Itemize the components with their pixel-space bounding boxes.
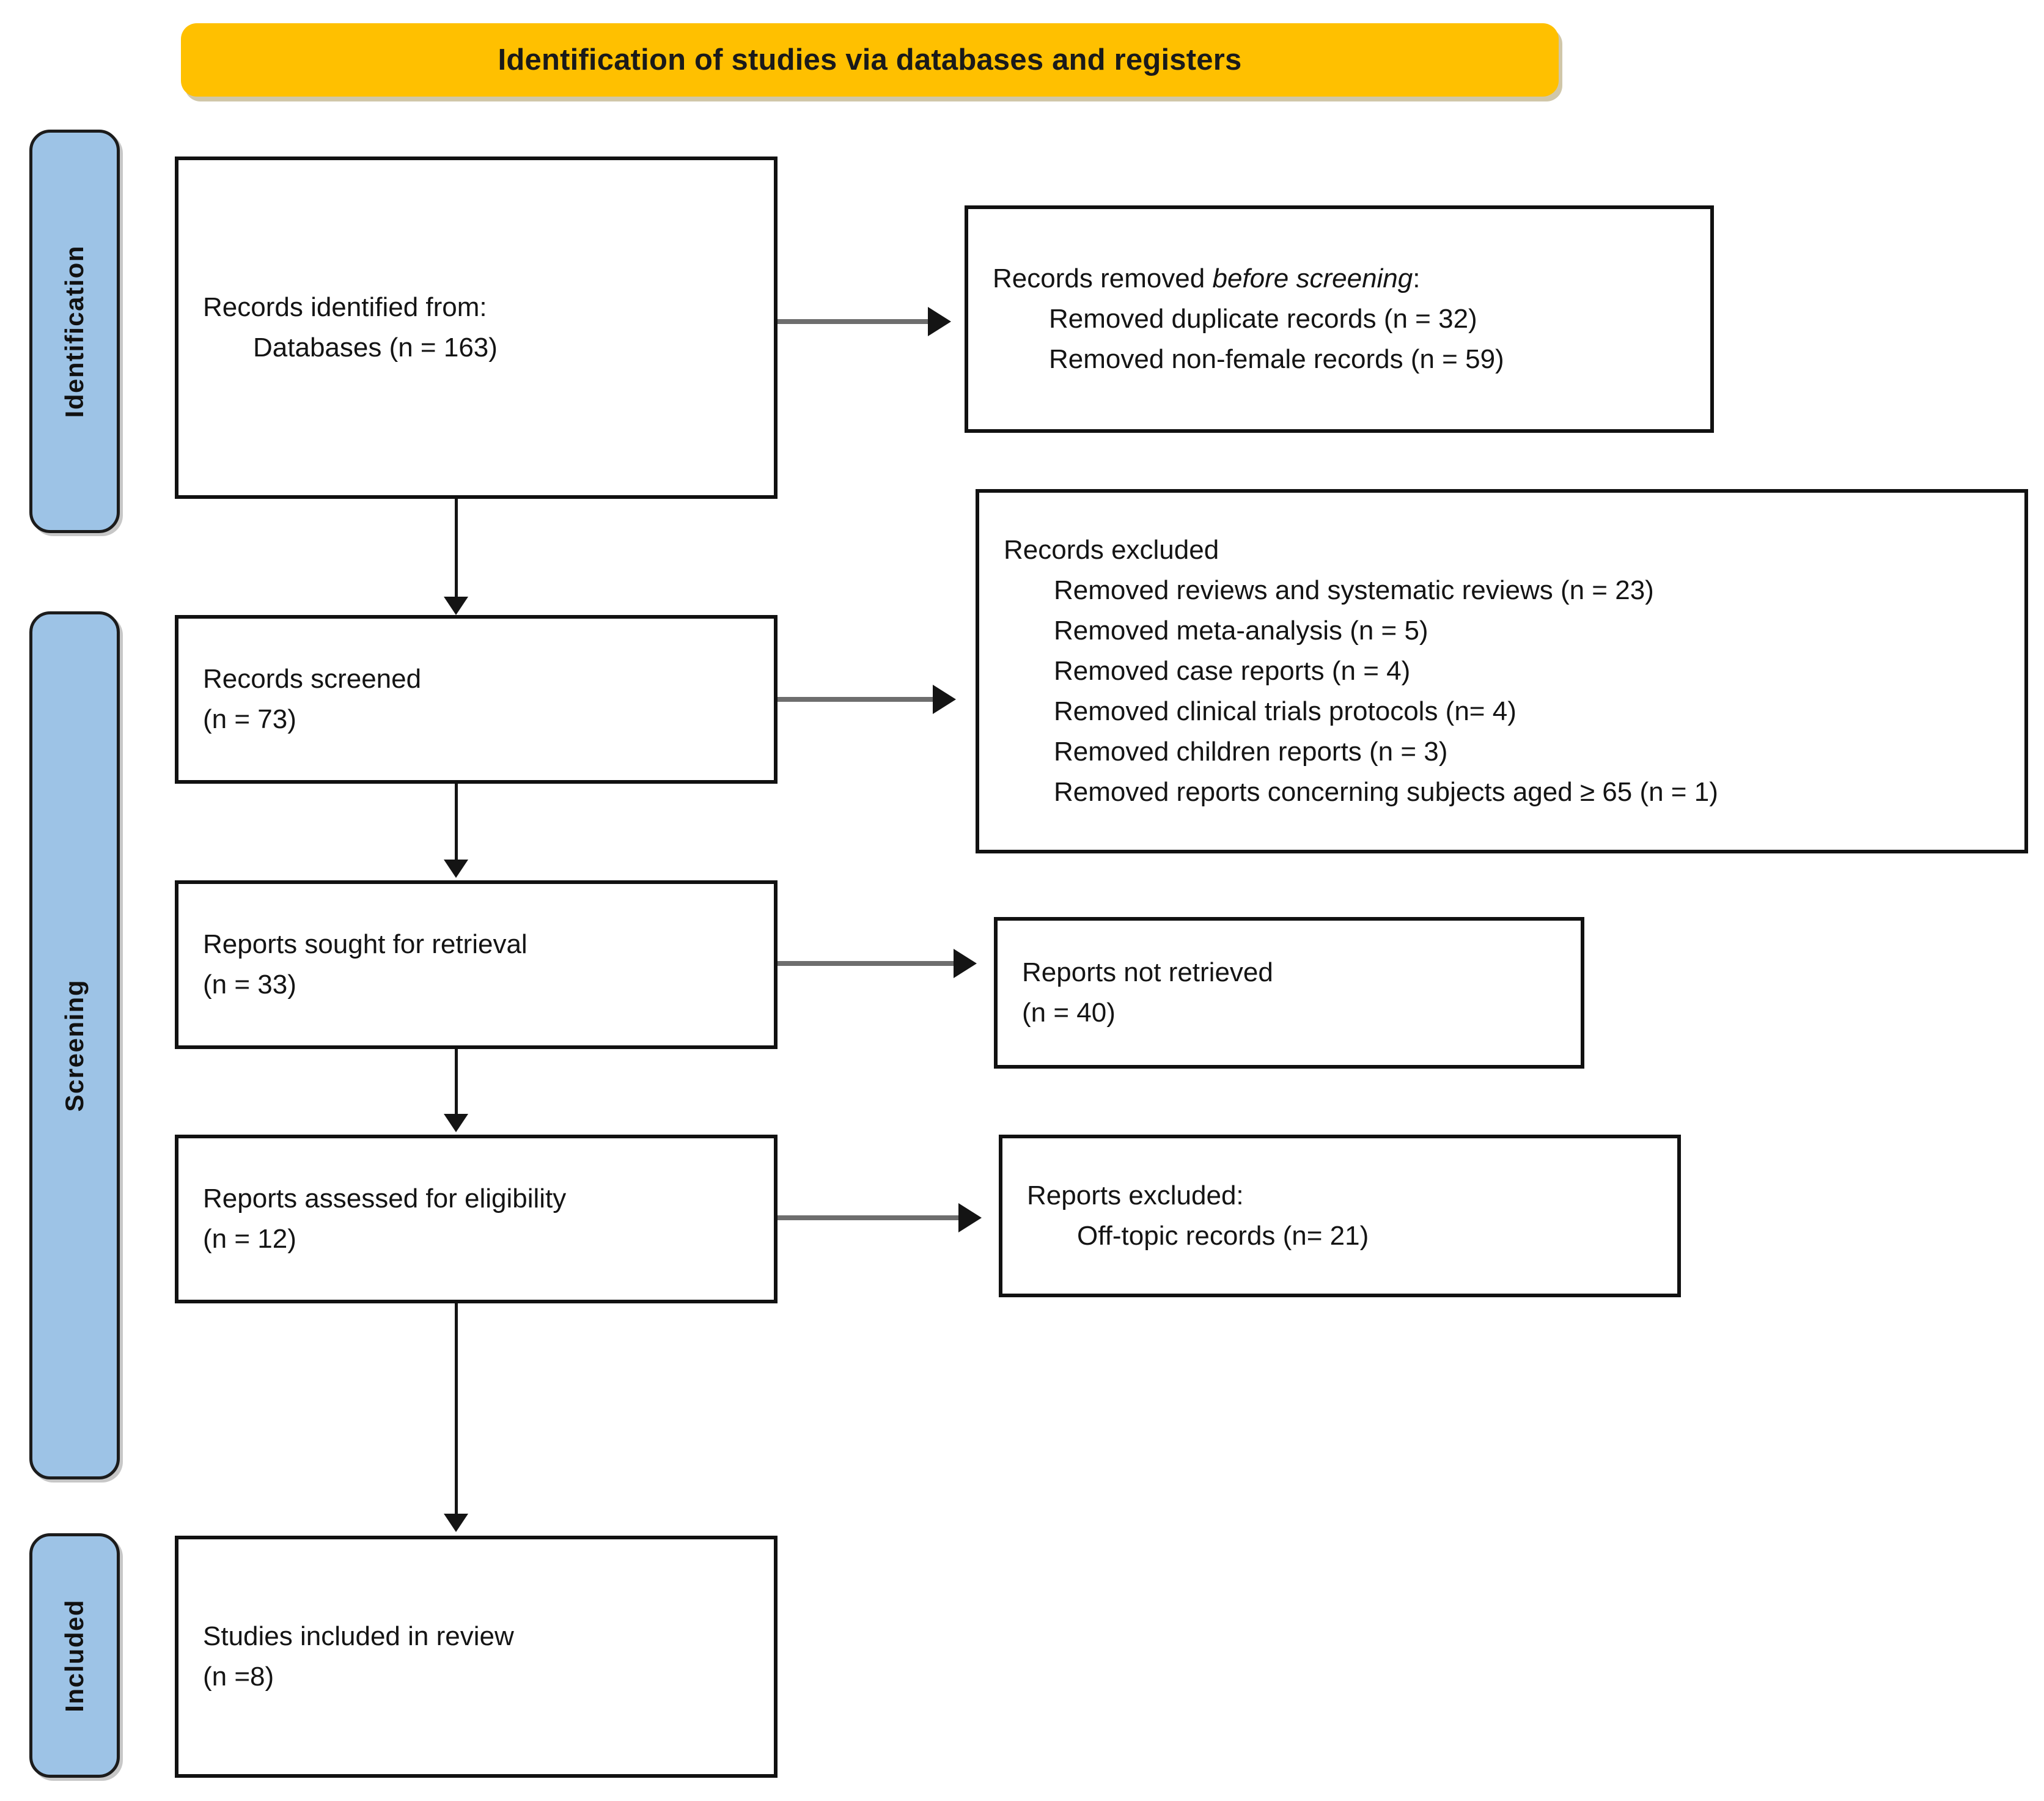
- arrowhead-down-icon: [444, 597, 468, 615]
- connector-identified-to-screened: [455, 499, 458, 600]
- box-records-screened: Records screened (n = 73): [175, 615, 778, 784]
- records-screened-line-1: Records screened: [203, 664, 422, 694]
- records-identified-line-2: Databases (n = 163): [253, 333, 498, 363]
- arrowhead-right-icon: [933, 685, 956, 714]
- records-excluded-line-6: Removed children reports (n = 3): [1054, 737, 1448, 767]
- connector-screened-to-excluded: [778, 697, 935, 702]
- studies-included-line-2: (n =8): [203, 1662, 274, 1692]
- records-excluded-line-4: Removed case reports (n = 4): [1054, 656, 1411, 686]
- reports-sought-line-2: (n = 33): [203, 970, 296, 1000]
- records-screened-line-2: (n = 73): [203, 704, 296, 734]
- arrowhead-right-icon: [958, 1203, 982, 1232]
- reports-excluded-line-1: Reports excluded:: [1027, 1180, 1244, 1210]
- connector-assessed-to-reports-excluded: [778, 1215, 961, 1220]
- connector-identified-to-removed: [778, 319, 930, 324]
- records-removed-line-1: Records removed before screening:: [993, 259, 1686, 299]
- stage-included-text: Included: [60, 1599, 89, 1712]
- records-removed-line-3: Removed non-female records (n = 59): [1049, 344, 1504, 374]
- box-records-excluded: Records excluded Removed reviews and sys…: [976, 489, 2028, 853]
- box-studies-included-in-review: Studies included in review (n =8): [175, 1536, 778, 1778]
- box-records-identified: Records identified from: Databases (n = …: [175, 157, 778, 499]
- connector-sought-to-assessed: [455, 1049, 458, 1118]
- records-excluded-line-3: Removed meta-analysis (n = 5): [1054, 616, 1428, 646]
- reports-not-retrieved-line-1: Reports not retrieved: [1022, 957, 1273, 987]
- reports-not-retrieved-line-2: (n = 40): [1022, 998, 1116, 1028]
- reports-sought-line-1: Reports sought for retrieval: [203, 929, 528, 959]
- records-removed-line-2: Removed duplicate records (n = 32): [1049, 304, 1477, 334]
- connector-screened-to-sought: [455, 784, 458, 863]
- records-removed-italic: before screening: [1212, 263, 1413, 293]
- records-excluded-line-1: Records excluded: [1004, 535, 1219, 565]
- stage-label-screening: Screening: [29, 611, 120, 1479]
- box-reports-not-retrieved: Reports not retrieved (n = 40): [994, 917, 1584, 1069]
- records-excluded-line-7: Removed reports concerning subjects aged…: [1054, 777, 1718, 807]
- stage-label-included: Included: [29, 1533, 120, 1778]
- connector-assessed-to-included: [455, 1303, 458, 1517]
- box-reports-excluded: Reports excluded: Off-topic records (n= …: [999, 1135, 1681, 1297]
- reports-excluded-line-2: Off-topic records (n= 21): [1077, 1221, 1369, 1251]
- reports-assessed-line-2: (n = 12): [203, 1224, 296, 1254]
- box-reports-assessed-for-eligibility: Reports assessed for eligibility (n = 12…: [175, 1135, 778, 1303]
- stage-label-identification: Identification: [29, 130, 120, 533]
- connector-sought-to-not-retrieved: [778, 961, 956, 966]
- records-identified-line-1: Records identified from:: [203, 292, 487, 322]
- diagram-header-banner: Identification of studies via databases …: [181, 23, 1559, 97]
- records-removed-suffix: :: [1413, 263, 1421, 293]
- arrowhead-down-icon: [444, 860, 468, 878]
- reports-assessed-line-1: Reports assessed for eligibility: [203, 1184, 567, 1214]
- records-removed-prefix: Records removed: [993, 263, 1213, 293]
- stage-screening-text: Screening: [60, 979, 89, 1112]
- banner-title: Identification of studies via databases …: [498, 43, 1242, 76]
- stage-identification-text: Identification: [60, 245, 89, 418]
- box-records-removed-before-screening: Records removed before screening: Remove…: [965, 205, 1714, 433]
- box-reports-sought-for-retrieval: Reports sought for retrieval (n = 33): [175, 880, 778, 1049]
- arrowhead-down-icon: [444, 1114, 468, 1132]
- arrowhead-down-icon: [444, 1514, 468, 1532]
- records-excluded-line-5: Removed clinical trials protocols (n= 4): [1054, 696, 1516, 726]
- arrowhead-right-icon: [954, 949, 977, 978]
- arrowhead-right-icon: [928, 307, 951, 336]
- studies-included-line-1: Studies included in review: [203, 1621, 514, 1651]
- records-excluded-line-2: Removed reviews and systematic reviews (…: [1054, 575, 1654, 605]
